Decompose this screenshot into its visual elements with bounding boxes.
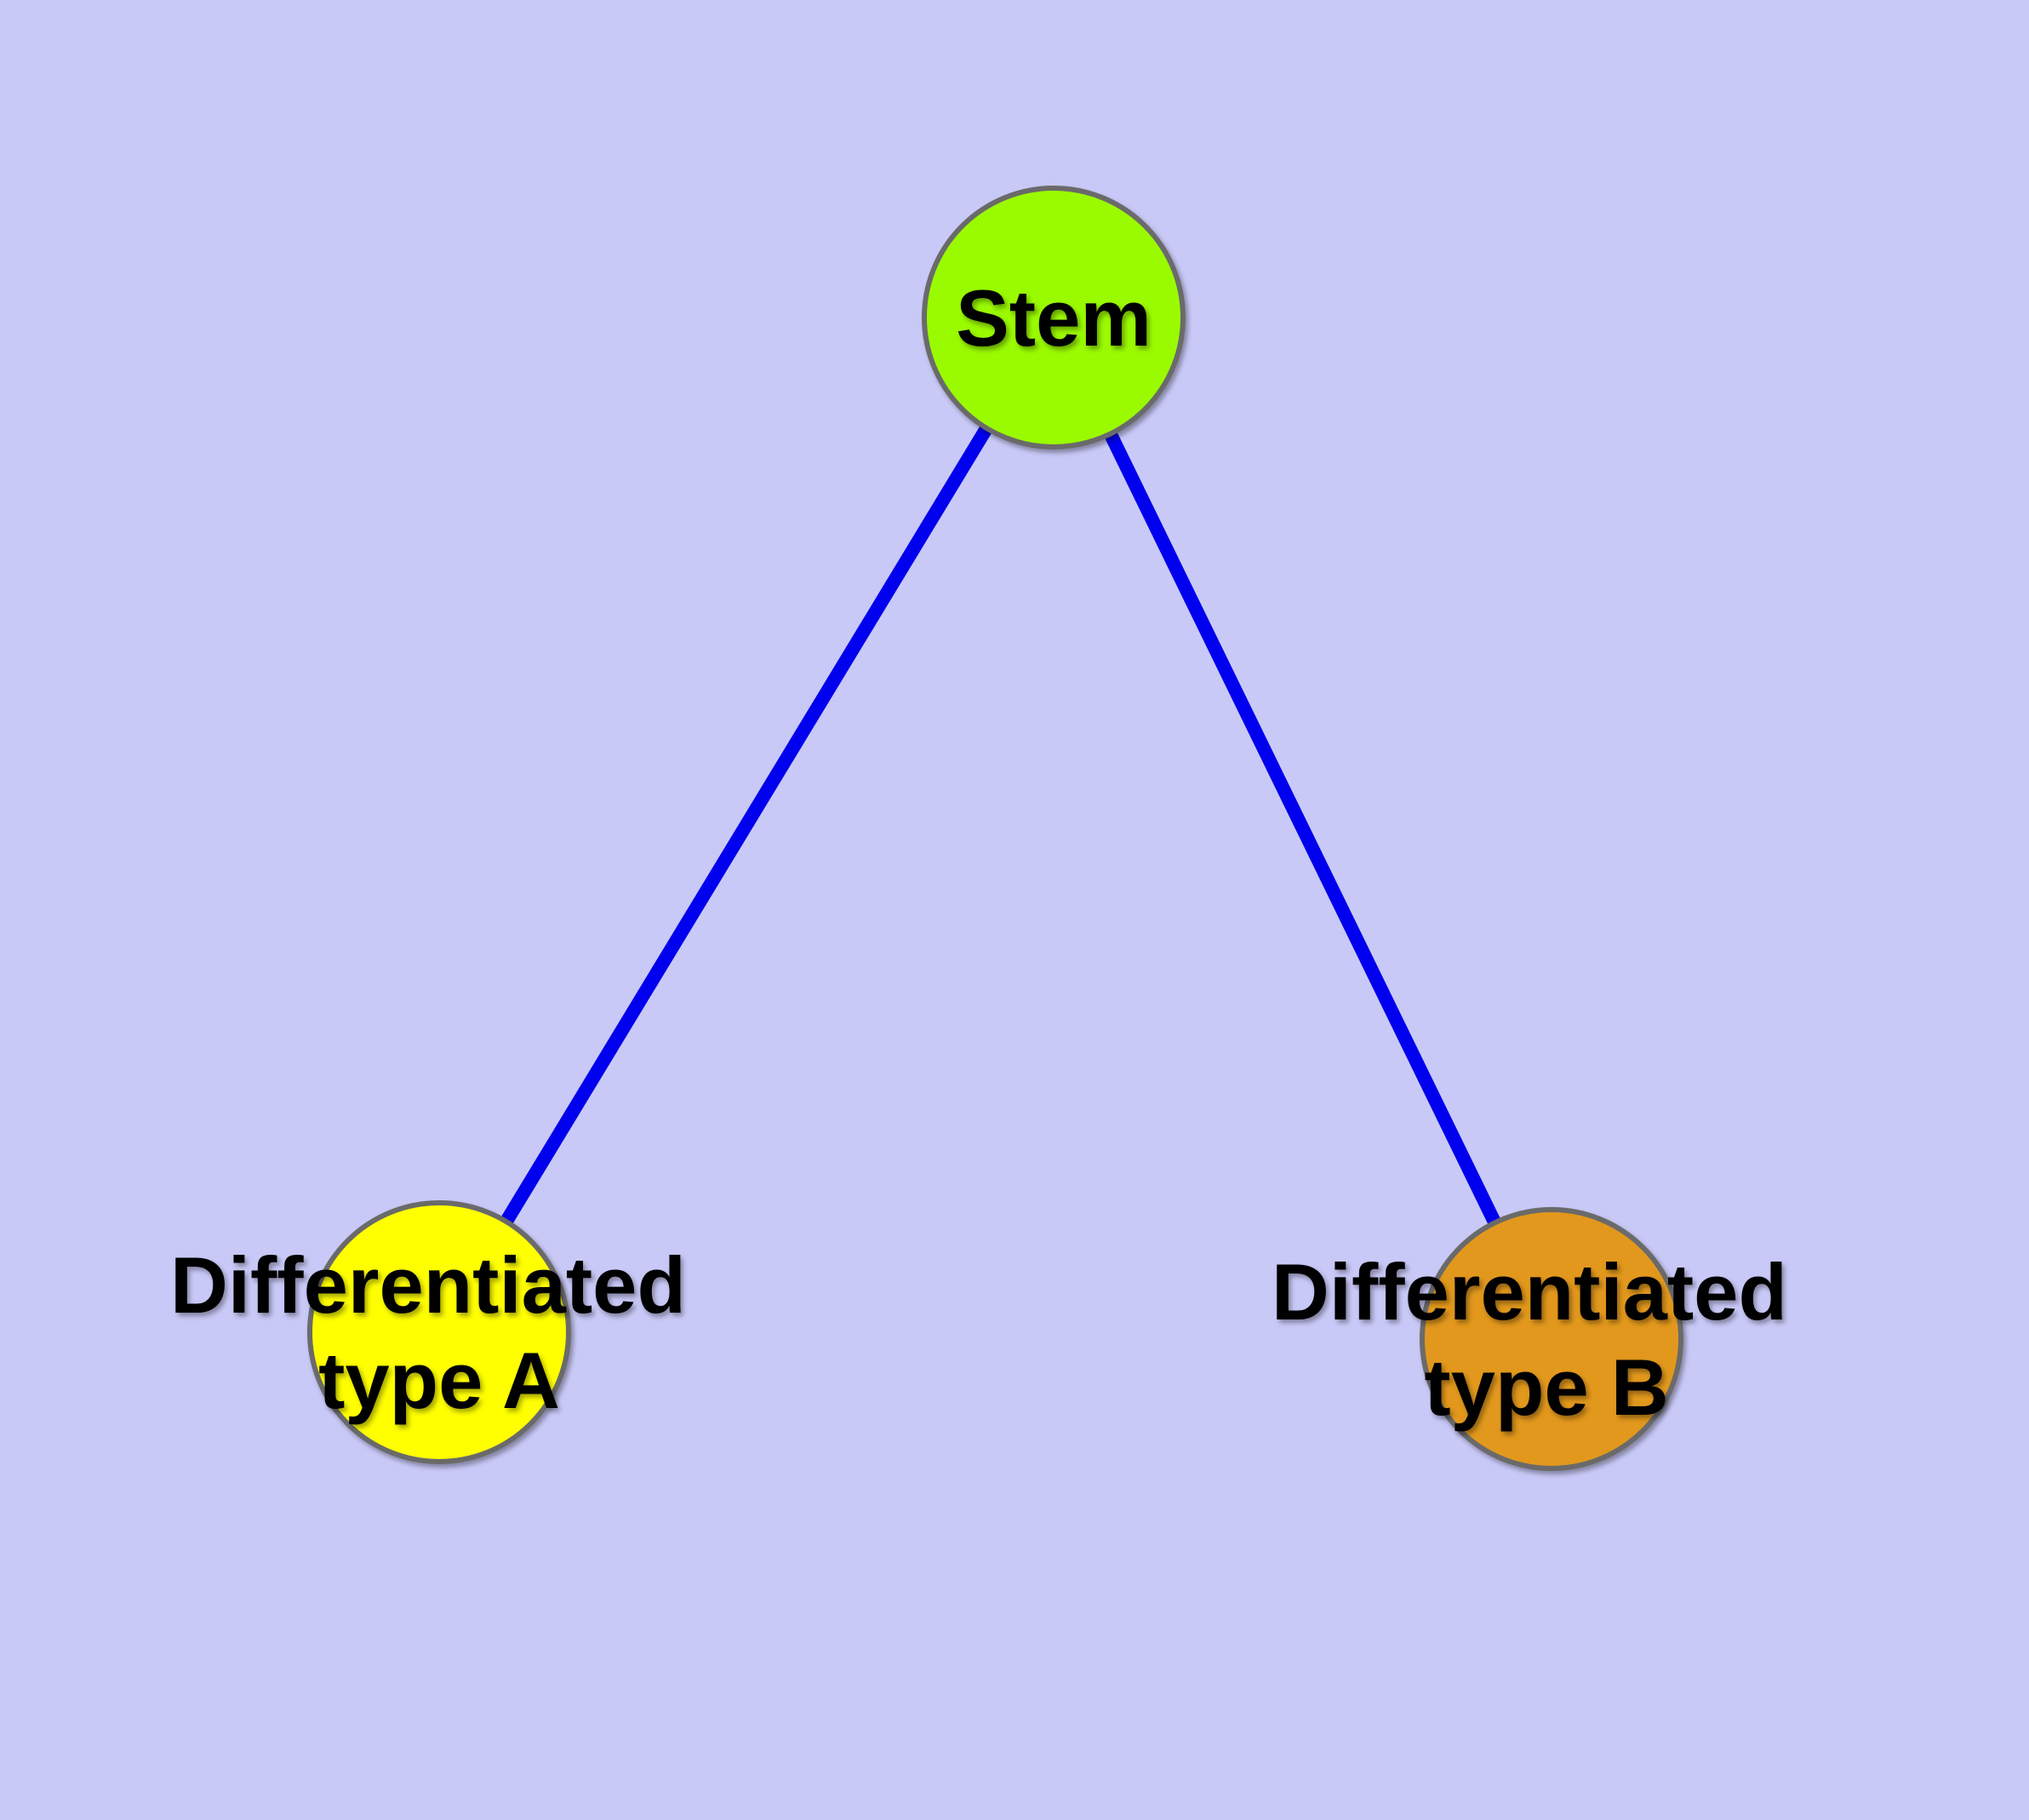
node-label-type-a: Differentiated type A — [170, 1240, 708, 1425]
edge-stem-to-type-b — [1047, 314, 1558, 1342]
node-label-type-b: Differentiated type B — [1272, 1247, 1809, 1432]
node-stem — [922, 186, 1186, 449]
node-differentiated-type-a — [307, 1200, 571, 1464]
node-label-type-b-line2: type B — [1424, 1342, 1668, 1432]
node-label-stem: Stem — [956, 273, 1152, 363]
node-label-type-b-line1: Differentiated — [1272, 1247, 1787, 1336]
label-layer: Stem Differentiated type A Differentiate… — [170, 273, 1809, 1432]
node-differentiated-type-b — [1420, 1207, 1683, 1471]
node-label-type-a-line2: type A — [318, 1336, 560, 1425]
node-layer — [307, 186, 1683, 1471]
edge-stem-to-type-a — [433, 313, 1060, 1336]
edge-layer — [433, 313, 1558, 1342]
node-label-type-a-line1: Differentiated — [170, 1240, 686, 1330]
node-label-stem-line1: Stem — [956, 273, 1152, 363]
